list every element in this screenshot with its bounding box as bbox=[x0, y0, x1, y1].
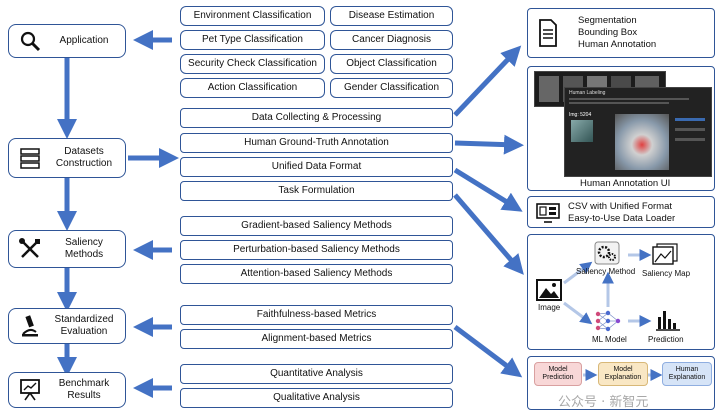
dataset-step: Task Formulation bbox=[180, 181, 453, 201]
bar-chart-icon bbox=[656, 309, 680, 336]
chip-line: Explanation bbox=[604, 374, 642, 381]
microscope-icon bbox=[13, 314, 47, 338]
annotation-type: Human Annotation bbox=[578, 39, 657, 50]
annotation-type: Segmentation bbox=[578, 15, 637, 26]
loader-monitor-icon bbox=[536, 203, 560, 228]
chip-line: Human bbox=[675, 366, 699, 374]
stage-label: Methods bbox=[64, 249, 104, 260]
stage-label: Datasets bbox=[64, 146, 104, 157]
app-tag: Pet Type Classification bbox=[180, 30, 325, 50]
saliency-flow-panel: Image Saliency Method Saliency Map ML Mo… bbox=[527, 234, 715, 350]
annotation-ui-panel: Human Labeling Img: 5204 Human Annotatio… bbox=[527, 66, 715, 191]
chip-line: Explanation bbox=[668, 374, 706, 381]
data-loader-line: Easy-to-Use Data Loader bbox=[568, 213, 676, 224]
app-tag: Security Check Classification bbox=[180, 54, 325, 74]
app-tag: Object Classification bbox=[330, 54, 453, 74]
chip-line: Model bbox=[548, 366, 568, 374]
app-tag: Disease Estimation bbox=[330, 6, 453, 26]
arrow-to-saliency-flow bbox=[453, 193, 524, 275]
saliency-method: Gradient-based Saliency Methods bbox=[180, 216, 453, 236]
stage-label: Application bbox=[59, 35, 109, 46]
magnifier-icon bbox=[13, 30, 47, 52]
watermark: 公众号 · 新智元 bbox=[558, 395, 649, 410]
annotation-ui-screenshot-front: Human Labeling Img: 5204 bbox=[564, 87, 712, 177]
explanation-flow-arrows bbox=[583, 369, 663, 381]
arrow-to-explanation-flow bbox=[453, 325, 523, 378]
stage-label: Construction bbox=[55, 158, 113, 169]
stage-label: Results bbox=[67, 390, 101, 401]
saliency-method: Attention-based Saliency Methods bbox=[180, 264, 453, 284]
stage-label: Benchmark bbox=[58, 378, 110, 389]
flow-image-label: Image bbox=[538, 303, 561, 312]
annotation-ui-image-id: Img: 5204 bbox=[569, 112, 592, 118]
data-loader-panel: CSV with Unified Format Easy-to-Use Data… bbox=[527, 196, 715, 228]
chip-line: Model bbox=[613, 366, 633, 374]
app-tag: Action Classification bbox=[180, 78, 325, 98]
stage-label: Saliency bbox=[65, 237, 103, 248]
saliency-flow-arrows bbox=[563, 249, 652, 327]
annotation-ui-title: Human Labeling bbox=[569, 90, 606, 96]
app-tag: Environment Classification bbox=[180, 6, 325, 26]
arrow-to-data-loader bbox=[453, 167, 523, 212]
gears-icon bbox=[594, 241, 620, 270]
result-analysis: Quantitative Analysis bbox=[180, 364, 453, 384]
stage-application: Application bbox=[8, 24, 126, 58]
annotation-type: Bounding Box bbox=[578, 27, 638, 38]
app-tag: Cancer Diagnosis bbox=[330, 30, 453, 50]
arrow-to-annotation-types bbox=[453, 45, 522, 117]
tools-icon bbox=[13, 237, 47, 261]
saliency-method: Perturbation-based Saliency Methods bbox=[180, 240, 453, 260]
document-icon bbox=[538, 19, 558, 52]
result-analysis: Qualitative Analysis bbox=[180, 388, 453, 408]
annotation-types-panel: Segmentation Bounding Box Human Annotati… bbox=[527, 8, 715, 58]
flow-saliency-map-label: Saliency Map bbox=[642, 269, 691, 278]
database-icon bbox=[13, 146, 47, 170]
app-tag: Gender Classification bbox=[330, 78, 453, 98]
arrow-to-annotation-ui bbox=[454, 134, 524, 155]
presentation-board-icon bbox=[13, 378, 47, 402]
stage-label: Standardized bbox=[54, 314, 114, 325]
metric: Alignment-based Metrics bbox=[180, 329, 453, 349]
dataset-step: Data Collecting & Processing bbox=[180, 108, 453, 128]
stage-label: Evaluation bbox=[60, 326, 108, 337]
image-icon bbox=[536, 279, 562, 306]
flow-ml-model-label: ML Model bbox=[592, 335, 627, 344]
metric: Faithfulness-based Metrics bbox=[180, 305, 453, 325]
chip-line: Prediction bbox=[542, 374, 574, 381]
flow-prediction-label: Prediction bbox=[648, 335, 684, 344]
annotation-ui-caption: Human Annotation UI bbox=[580, 178, 671, 189]
data-loader-line: CSV with Unified Format bbox=[568, 201, 673, 212]
dataset-step: Human Ground-Truth Annotation bbox=[180, 133, 453, 153]
flow-saliency-method-label: Saliency Method bbox=[576, 267, 636, 276]
dataset-step: Unified Data Format bbox=[180, 157, 453, 177]
saliency-map-icon bbox=[652, 243, 678, 270]
neural-network-icon bbox=[594, 309, 622, 338]
